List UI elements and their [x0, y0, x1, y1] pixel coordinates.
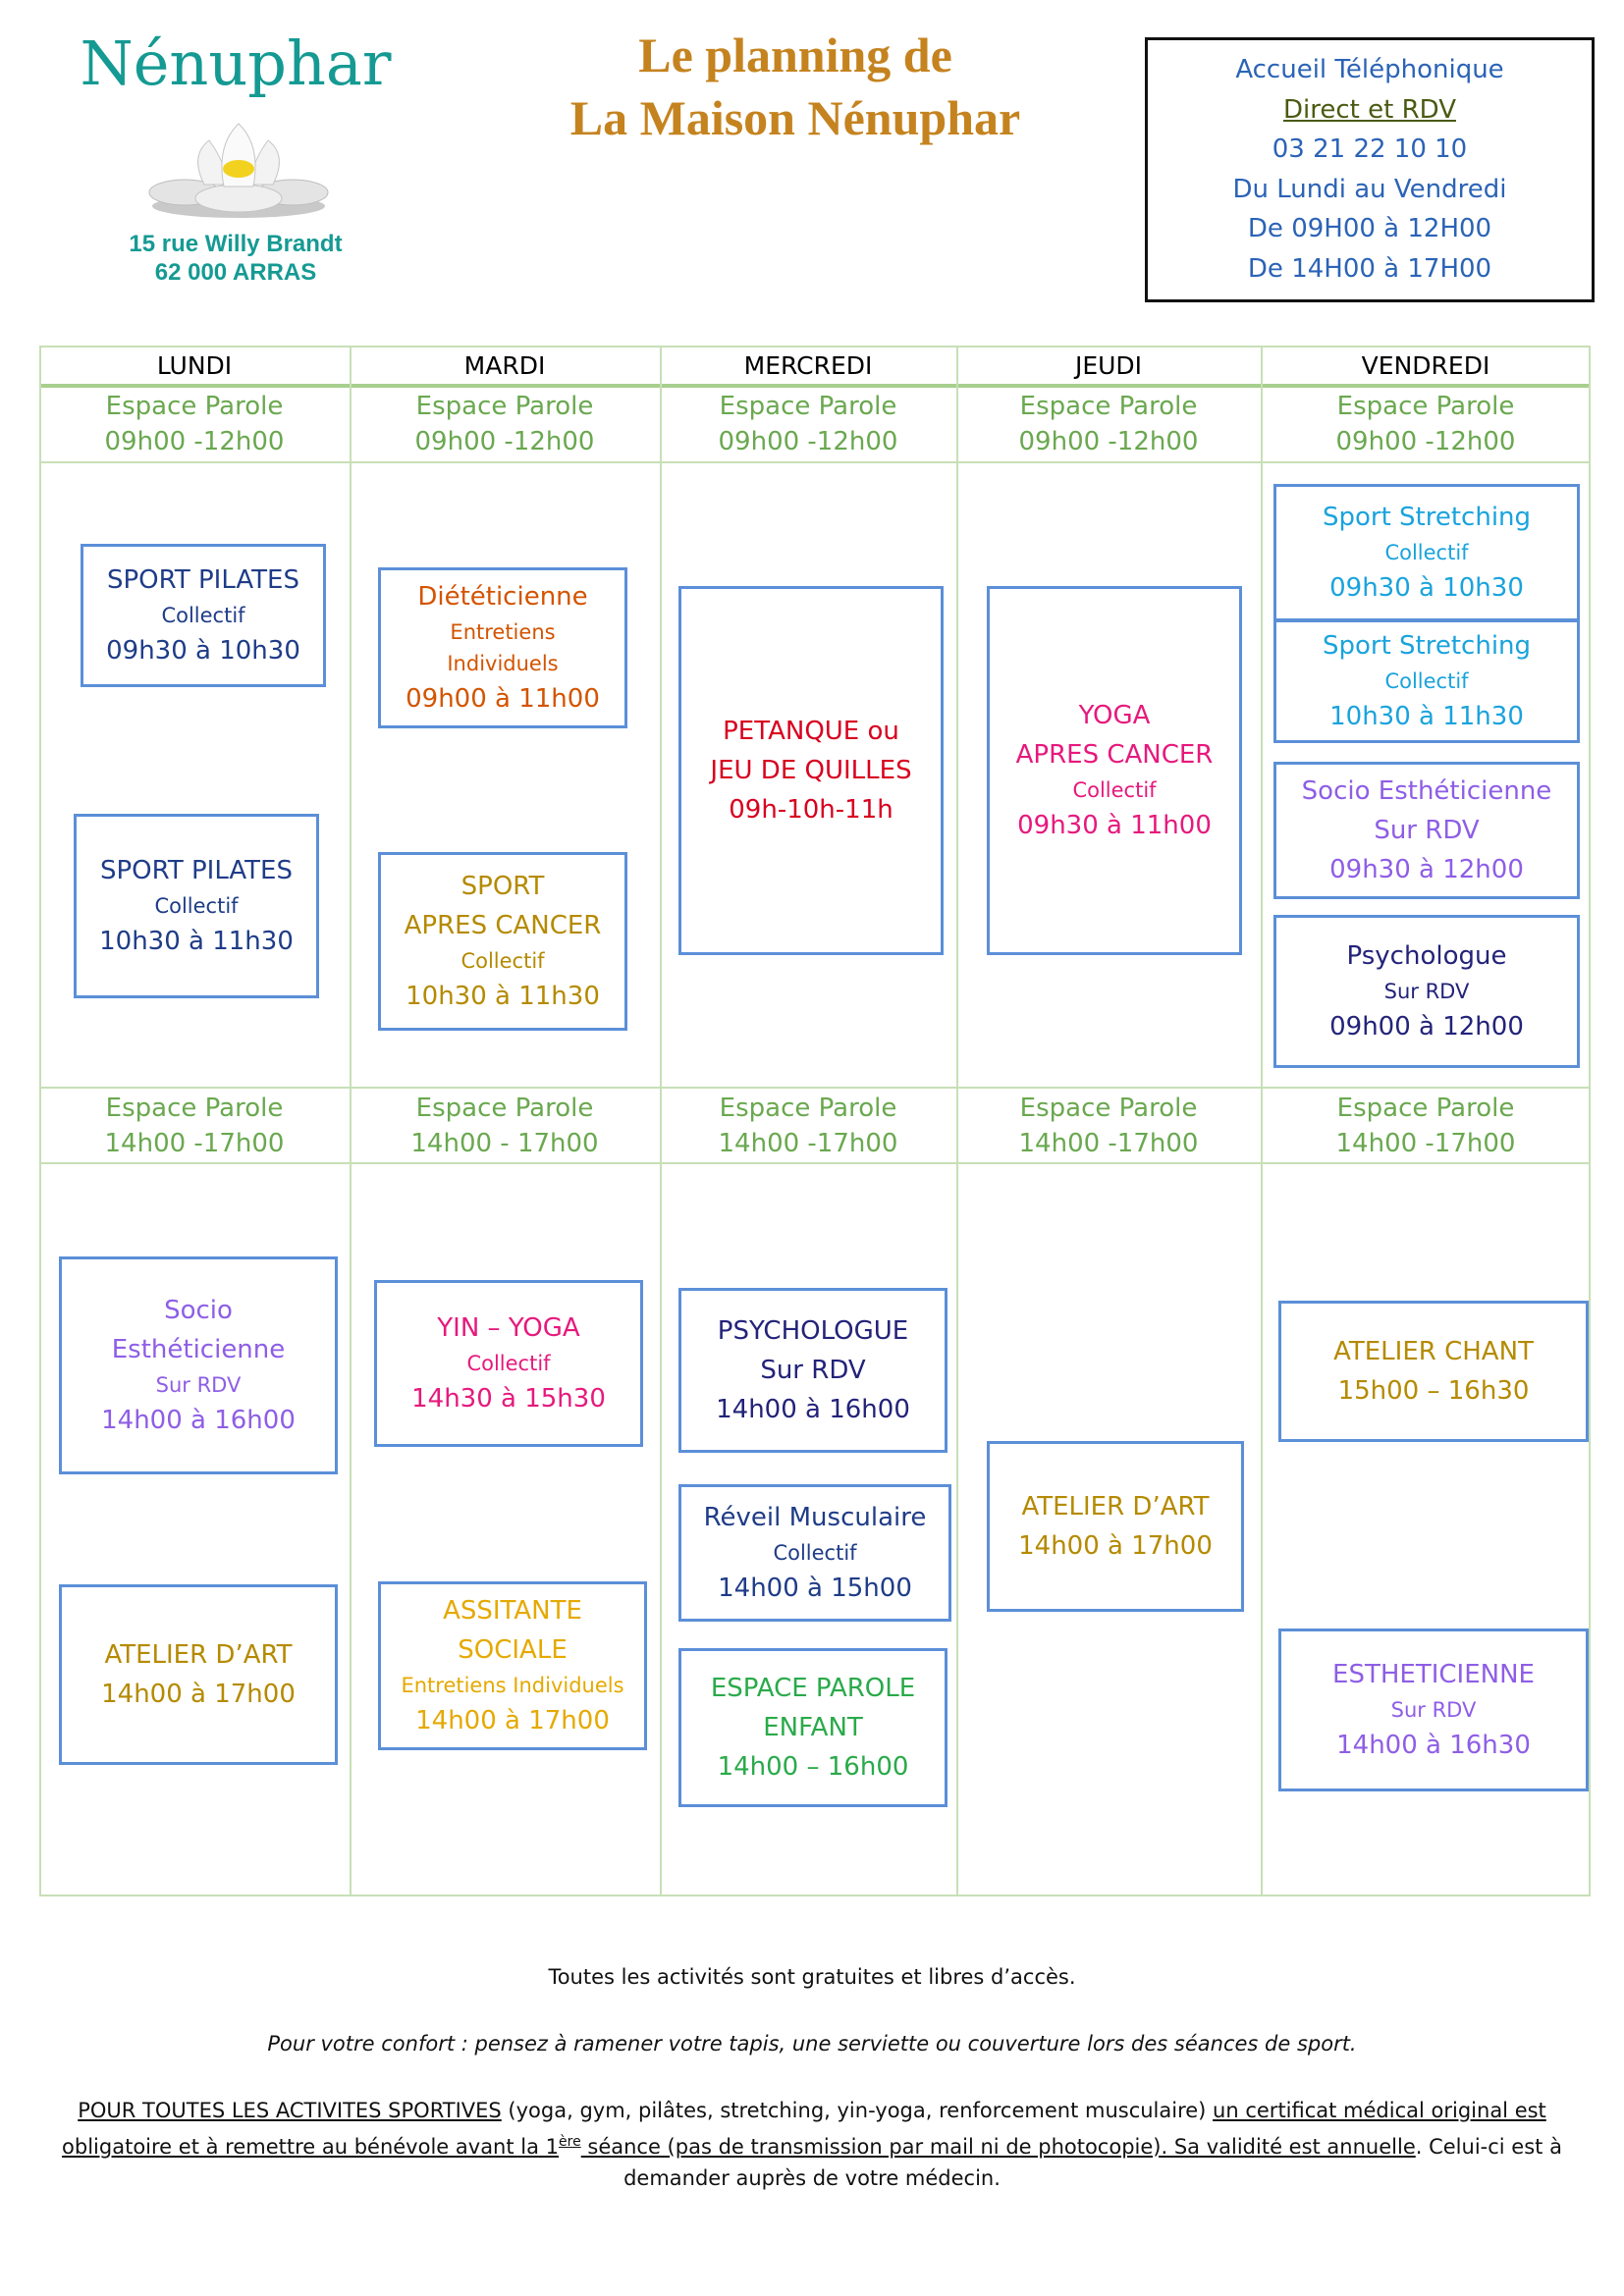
- contact-line1: Accueil Téléphonique: [1235, 55, 1504, 84]
- day-header-vendredi: VENDREDI: [1361, 351, 1490, 380]
- title-line2: La Maison Nénuphar: [569, 90, 1021, 145]
- contact-line2: Direct et RDV: [1283, 94, 1456, 125]
- title-line1: Le planning de: [638, 27, 952, 82]
- brand-name: Nénuphar: [80, 27, 392, 99]
- water-lily-logo: [148, 123, 329, 218]
- contact-line6: De 14H00 à 17H00: [1247, 253, 1492, 284]
- day-header-jeudi: JEUDI: [1074, 351, 1143, 380]
- page-title: Le planning de La Maison Nénuphar: [452, 24, 1139, 149]
- footer-medical-certificate: POUR TOUTES LES ACTIVITES SPORTIVES (yog…: [62, 2099, 1562, 2190]
- address-city: 62 000 ARRAS: [154, 259, 317, 286]
- footer-free-access: Toutes les activités sont gratuites et l…: [548, 1965, 1076, 1989]
- schedule-grid: LUNDI MARDI MERCREDI JEUDI VENDREDI Espa…: [39, 346, 1591, 1896]
- address: 15 rue Willy Brandt 62 000 ARRAS: [0, 230, 471, 287]
- day-header-mercredi: MERCREDI: [743, 351, 873, 380]
- day-header-mardi: MARDI: [463, 351, 546, 380]
- contact-line4: Du Lundi au Vendredi: [1232, 174, 1507, 204]
- contact-line5: De 09H00 à 12H00: [1247, 214, 1492, 243]
- contact-phone: 03 21 22 10 10: [1272, 134, 1468, 164]
- contact-box: Accueil Téléphonique Direct et RDV 03 21…: [1145, 37, 1595, 302]
- address-street: 15 rue Willy Brandt: [129, 231, 343, 257]
- day-header-lundi: LUNDI: [156, 351, 233, 380]
- footer-comfort-note: Pour votre confort : pensez à ramener vo…: [267, 2032, 1357, 2056]
